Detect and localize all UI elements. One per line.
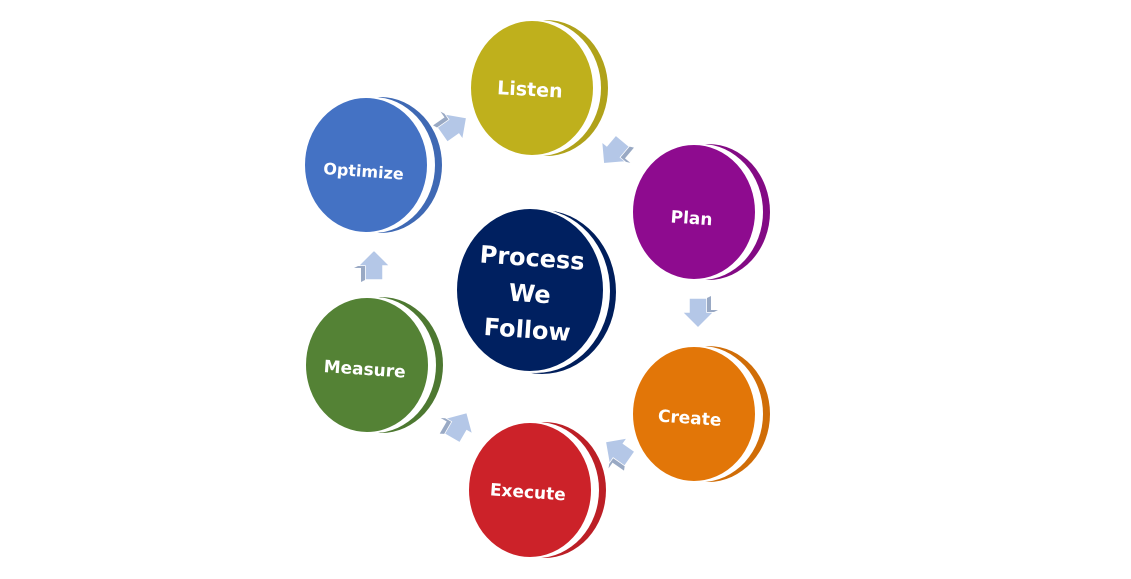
step-label-listen: Listen (497, 77, 563, 102)
center-title-line-2: We (508, 279, 552, 310)
step-disk-listen: Listen (469, 19, 608, 157)
step-disk-plan: Plan (631, 143, 770, 281)
connector-arrow-optimize-listen (433, 111, 468, 144)
step-label-plan: Plan (670, 207, 713, 230)
step-disk-measure: Measure (304, 296, 443, 434)
connector-arrow-create-execute (604, 436, 637, 471)
step-disk-create: Create (631, 345, 770, 483)
step-label-create: Create (657, 407, 722, 431)
connector-arrow-measure-optimize (354, 248, 392, 282)
center-disk: Process We Follow (455, 207, 616, 374)
connector-arrow-execute-measure (439, 411, 475, 444)
step-disk-execute: Execute (467, 421, 606, 559)
connector-arrow-plan-create (680, 296, 718, 330)
connector-arrow-listen-plan (600, 133, 634, 165)
center-title-line-3: Follow (483, 313, 572, 347)
step-disk-optimize: Optimize (303, 96, 442, 234)
